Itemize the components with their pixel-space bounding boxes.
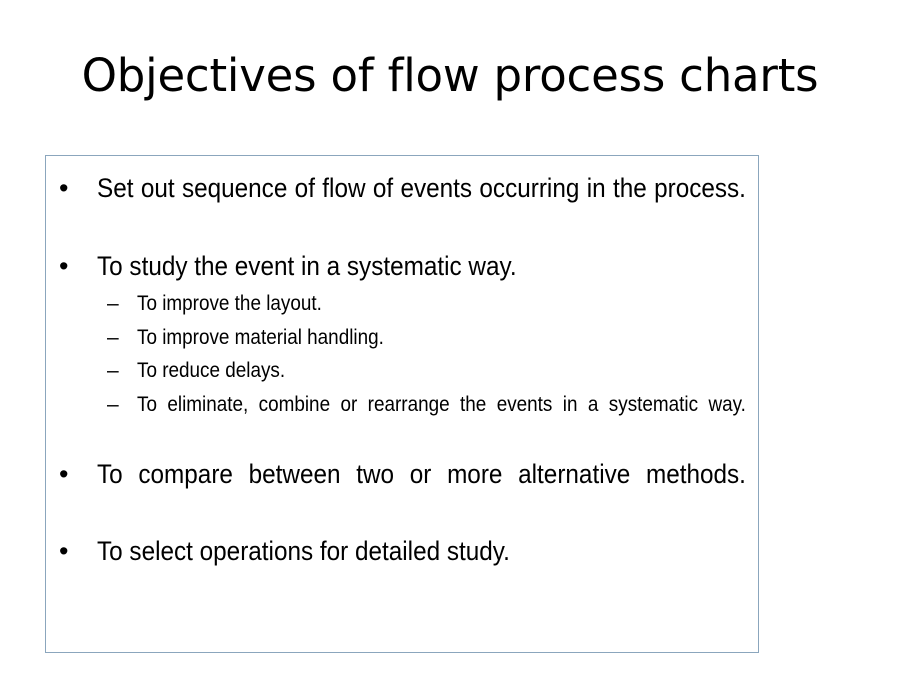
page-title: Objectives of flow process charts xyxy=(81,49,819,102)
list-item: – To improve the layout. xyxy=(55,289,746,319)
dash-marker-icon: – xyxy=(107,359,119,383)
list-item: • To compare between two or more alterna… xyxy=(55,456,746,531)
bullet-marker-icon: • xyxy=(59,173,69,203)
list-item: – To improve material handling. xyxy=(55,323,746,353)
list-item-label: To eliminate, combine or rearrange the e… xyxy=(137,393,746,417)
bullet-marker-icon: • xyxy=(59,458,69,489)
dash-marker-icon: – xyxy=(107,393,119,417)
list-item: • To study the event in a systematic way… xyxy=(55,248,746,285)
list-item-label: To improve material handling. xyxy=(137,325,384,349)
list-item: – To eliminate, combine or rearrange the… xyxy=(55,390,746,450)
content-box: • Set out sequence of flow of events occ… xyxy=(45,155,759,653)
list-item: – To reduce delays. xyxy=(55,356,746,386)
bullet-marker-icon: • xyxy=(59,250,69,281)
sub-objectives-list: – To improve the layout. – To improve ma… xyxy=(55,289,746,450)
list-item-label: To improve the layout. xyxy=(137,291,322,315)
list-item-label: Set out sequence of flow of events occur… xyxy=(97,173,746,203)
list-item-label: To reduce delays. xyxy=(137,359,286,383)
objectives-list: • Set out sequence of flow of events occ… xyxy=(46,156,758,571)
bullet-marker-icon: • xyxy=(59,536,69,567)
list-item-label: To select operations for detailed study. xyxy=(97,536,510,567)
dash-marker-icon: – xyxy=(107,325,119,349)
list-item-label: To compare between two or more alternati… xyxy=(97,458,746,489)
dash-marker-icon: – xyxy=(107,291,119,315)
list-item: • To select operations for detailed stud… xyxy=(55,533,746,570)
list-item: • Set out sequence of flow of events occ… xyxy=(55,170,746,245)
list-item-label: To study the event in a systematic way. xyxy=(97,250,517,281)
